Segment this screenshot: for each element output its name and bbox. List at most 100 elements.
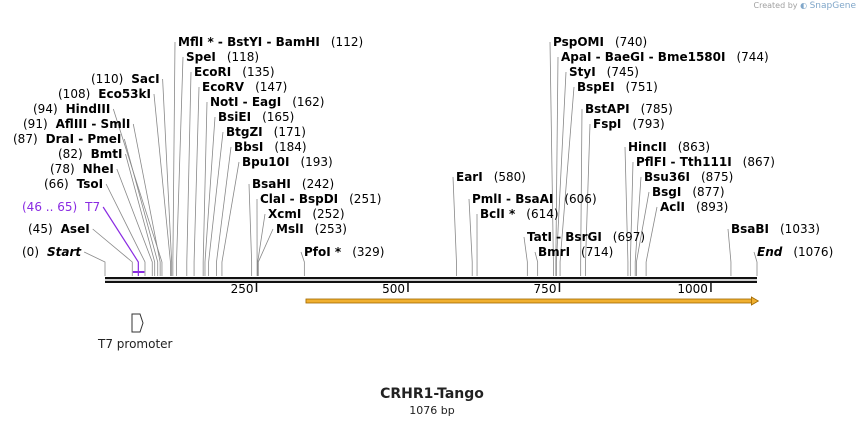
site-start[interactable]: (0)Start <box>22 245 82 259</box>
site-leader-pmli <box>468 198 473 276</box>
site-bstapi[interactable]: BstAPI(785) <box>585 102 673 116</box>
site-position: (252) <box>312 207 344 221</box>
site-name: SpeI <box>186 50 216 64</box>
site-name: End <box>757 245 783 259</box>
site-ecori[interactable]: EcoRI(135) <box>194 65 275 79</box>
site-position: (1033) <box>780 222 820 236</box>
site-leader-mfli <box>172 41 176 276</box>
site-eco53ki[interactable]: (108) Eco53kI <box>58 87 151 101</box>
site-ecorv[interactable]: EcoRV(147) <box>202 80 287 94</box>
site-styi[interactable]: StyI(745) <box>569 65 639 79</box>
site-position: (751) <box>626 80 658 94</box>
site-position: (162) <box>292 95 324 109</box>
site-position: (242) <box>302 177 334 191</box>
site-btgzi[interactable]: BtgZI(171) <box>226 125 306 139</box>
site-leader-msli <box>257 228 274 276</box>
ruler-label: 250 <box>231 282 254 296</box>
site-leaders <box>83 41 758 276</box>
top-strand <box>105 277 757 280</box>
site-clai[interactable]: ClaI - BspDI(251) <box>260 192 381 206</box>
credit-prefix: Created by <box>753 1 798 10</box>
site-position: (877) <box>692 185 724 199</box>
site-end[interactable]: End (1076) <box>757 245 833 259</box>
site-drai[interactable]: (87)DraI - PmeI <box>13 132 121 146</box>
site-mfli[interactable]: MflI * - BstYI - BamHI(112) <box>178 35 363 49</box>
site-pflfi[interactable]: PflFI - Tth111I(867) <box>636 155 775 169</box>
ruler-label: 500 <box>382 282 405 296</box>
site-leader-bmri <box>534 251 539 276</box>
site-apai[interactable]: ApaI - BaeGI - Bme1580I (744) <box>561 50 769 64</box>
site-bpu10i[interactable]: Bpu10I(193) <box>242 155 333 169</box>
site-bsgi[interactable]: BsgI(877) <box>652 185 725 199</box>
site-leader-eari <box>452 176 457 276</box>
site-saci[interactable]: (110)SacI <box>91 72 160 86</box>
site-tati[interactable]: TatI - BsrGI(697) <box>527 230 645 244</box>
site-leader-tsoi <box>105 183 146 276</box>
site-xcmi[interactable]: XcmI(252) <box>268 207 345 221</box>
site-name: NotI - EagI <box>210 95 281 109</box>
site-name: ClaI - BspDI <box>260 192 338 206</box>
site-name: ApaI - BaeGI - Bme1580I <box>561 50 725 64</box>
site-name: HindIII <box>66 102 111 116</box>
site-position: (740) <box>615 35 647 49</box>
site-t7[interactable]: (46 .. 65)T7 <box>22 200 100 214</box>
site-name: PmlI - BsaAI <box>472 192 553 206</box>
site-position: (1076) <box>793 245 833 259</box>
site-name: PfoI * <box>304 245 342 259</box>
site-acli[interactable]: AclI(893) <box>660 200 728 214</box>
site-position: (82) <box>58 147 83 161</box>
site-bmri[interactable]: BmrI(714) <box>538 245 613 259</box>
site-labels: (0)Start (45)AseI (46 .. 65)T7 (66)TsoI(78)… <box>13 35 833 259</box>
site-bbsi[interactable]: BbsI(184) <box>234 140 307 154</box>
site-fspi[interactable]: FspI(793) <box>593 117 665 131</box>
site-bsu36i[interactable]: Bsu36I(875) <box>644 170 733 184</box>
t7-promoter-arrow-icon <box>131 313 144 333</box>
site-pmli[interactable]: PmlI - BsaAI (606) <box>472 192 597 206</box>
dna-backbone <box>105 277 757 283</box>
site-msli[interactable]: MslI(253) <box>276 222 347 236</box>
ruler-label: 1000 <box>677 282 708 296</box>
site-name: MslI <box>276 222 304 236</box>
site-leader-bsahi <box>248 183 253 276</box>
site-spei[interactable]: SpeI(118) <box>186 50 259 64</box>
site-position: (108) <box>58 87 90 101</box>
site-tsoi[interactable]: (66)TsoI <box>44 177 103 191</box>
site-position: (863) <box>678 140 710 154</box>
site-bsahi[interactable]: BsaHI(242) <box>252 177 334 191</box>
site-leader-t7 <box>102 206 139 276</box>
site-position: (606) <box>564 192 596 206</box>
site-bsabi[interactable]: BsaBI(1033) <box>731 222 820 236</box>
site-position: (171) <box>274 125 306 139</box>
site-leader-pfoi <box>300 251 305 276</box>
site-bsiei[interactable]: BsiEI(165) <box>218 110 294 124</box>
site-noti[interactable]: NotI - EagI (162) <box>210 95 324 109</box>
site-hincii[interactable]: HincII(863) <box>628 140 710 154</box>
site-leader-bmti <box>125 153 156 276</box>
site-name: BspEI <box>577 80 615 94</box>
site-leader-fspi <box>585 123 591 276</box>
site-bspei[interactable]: BspEI (751) <box>577 80 658 94</box>
site-bmti[interactable]: (82)BmtI <box>58 147 123 161</box>
site-position: (785) <box>641 102 673 116</box>
site-asei[interactable]: (45)AseI <box>28 222 90 236</box>
site-name: AflIII - SmlI <box>56 117 131 131</box>
site-name: TsoI <box>77 177 103 191</box>
site-position: (744) <box>736 50 768 64</box>
plasmid-name: CRHR1-Tango <box>380 386 484 402</box>
site-nhei[interactable]: (78)NheI <box>50 162 114 176</box>
site-position: (45) <box>28 222 53 236</box>
site-leader-drai <box>123 138 159 276</box>
site-afliii[interactable]: (91)AflIII - SmlI <box>23 117 130 131</box>
site-pspomi[interactable]: PspOMI(740) <box>553 35 647 49</box>
site-leader-saci <box>162 78 173 276</box>
site-leader-bbsi <box>216 146 232 276</box>
site-bcli[interactable]: BclI *(614) <box>480 207 559 221</box>
orf-arrow-head-icon <box>750 296 760 306</box>
site-pfoi[interactable]: PfoI *(329) <box>304 245 384 259</box>
site-name: Bsu36I <box>644 170 690 184</box>
t7-promoter-label[interactable]: T7 promoter <box>98 337 173 351</box>
site-name: Eco53kI <box>98 87 151 101</box>
site-leader-tati <box>523 236 528 276</box>
site-eari[interactable]: EarI(580) <box>456 170 526 184</box>
site-hindiii[interactable]: (94)HindIII <box>33 102 110 116</box>
